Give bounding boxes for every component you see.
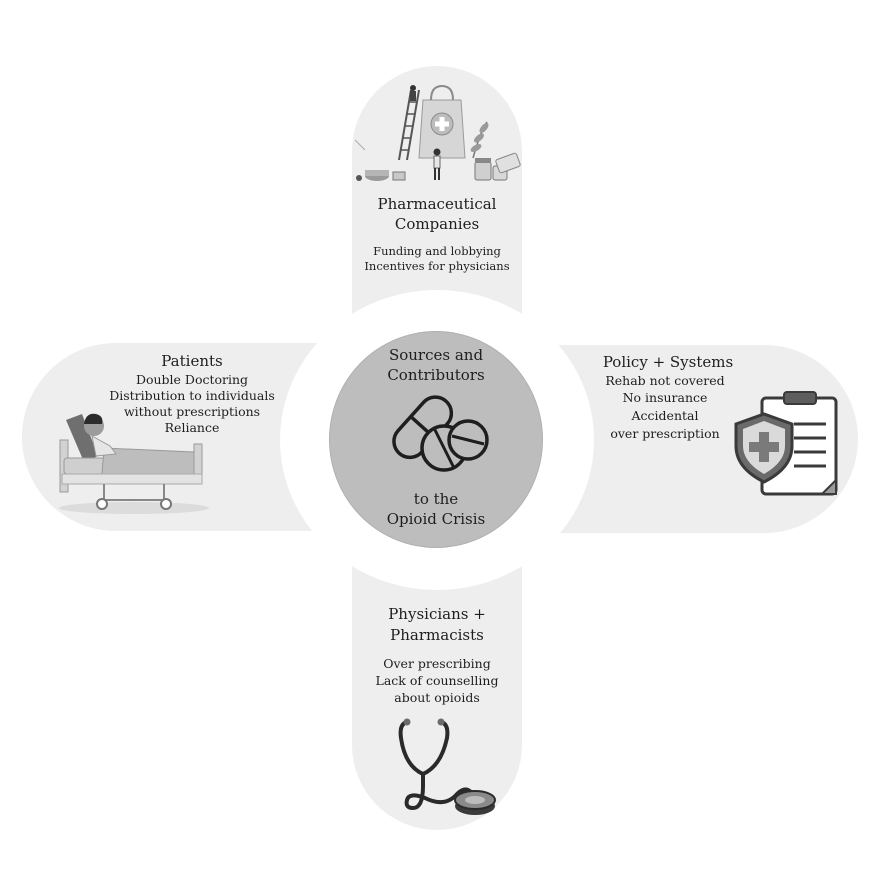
right-title: Policy + Systems: [602, 353, 734, 371]
pharmacy-illustration: [354, 84, 521, 181]
bottom-item-2: Lack of counselling: [375, 673, 499, 688]
patient-bed-illustration: [59, 413, 209, 514]
top-item-1: Funding and lobbying: [373, 244, 501, 258]
center-title-line2: Contributors: [387, 366, 485, 384]
center-title-line3: to the: [413, 490, 459, 508]
right-item-1: Rehab not covered: [605, 373, 725, 388]
left-item-1: Double Doctoring: [135, 372, 249, 387]
right-item-2: No insurance: [622, 390, 708, 405]
left-item-2: Distribution to individuals: [109, 388, 275, 403]
top-title-line2: Companies: [394, 215, 480, 233]
top-title-line1: Pharmaceutical: [377, 195, 497, 213]
center-title-line4: Opioid Crisis: [386, 510, 486, 528]
pills-icon: [392, 395, 489, 472]
top-item-2: Incentives for physicians: [364, 259, 510, 273]
insurance-clipboard-icon: [734, 391, 838, 496]
bottom-title-line2: Pharmacists: [390, 626, 484, 644]
center-title-line1: Sources and: [388, 346, 484, 364]
left-item-4: Reliance: [164, 420, 220, 435]
bottom-title-line1: Physicians +: [388, 605, 486, 623]
right-item-4: over prescription: [610, 426, 720, 441]
left-item-3: without prescriptions: [123, 404, 261, 419]
bottom-item-3: about opioids: [394, 690, 480, 705]
right-item-3: Accidental: [631, 408, 699, 423]
stethoscope-icon: [398, 718, 496, 815]
bottom-item-1: Over prescribing: [383, 656, 491, 671]
left-title: Patients: [161, 352, 223, 370]
